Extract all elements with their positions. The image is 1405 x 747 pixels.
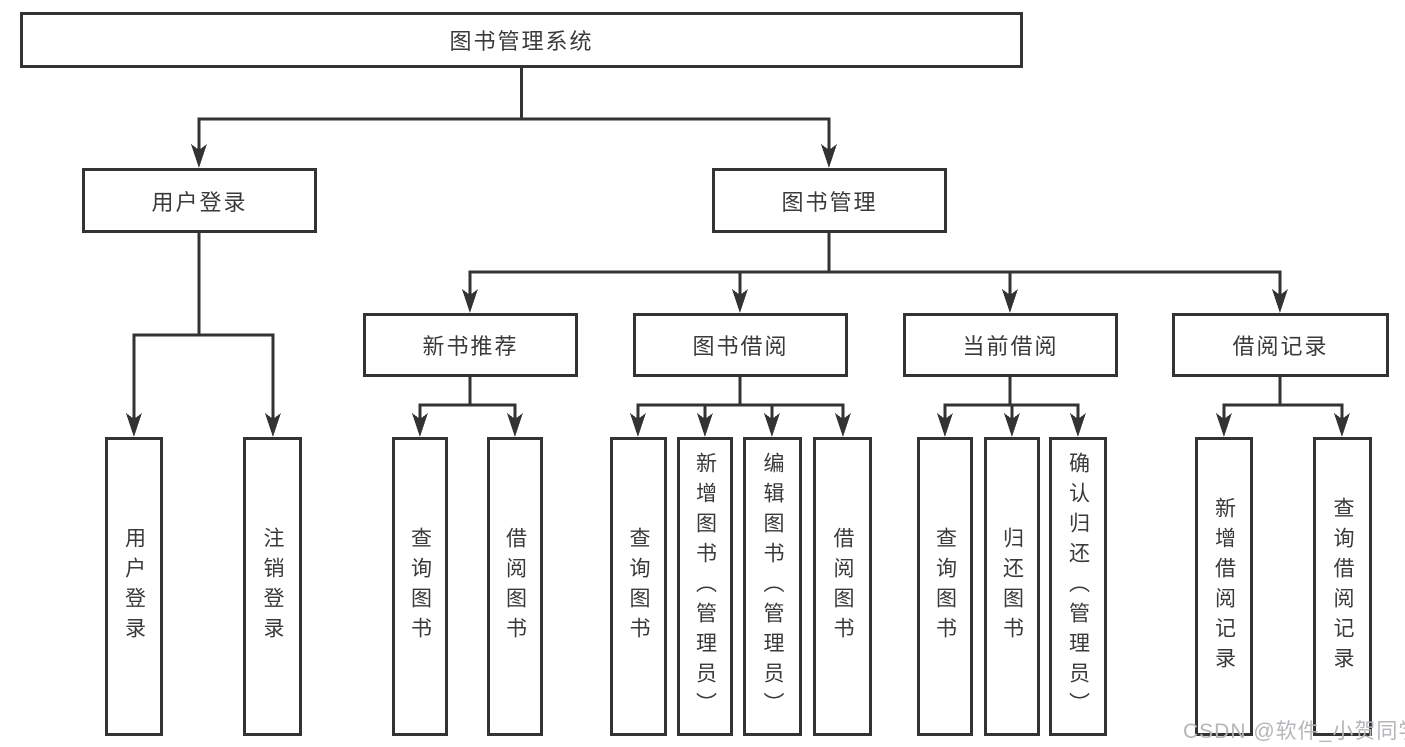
leaf-add-books-admin: 新增图书（管理员） bbox=[677, 437, 733, 736]
node-root: 图书管理系统 bbox=[20, 12, 1023, 68]
arrow-down-icon bbox=[126, 413, 142, 437]
node-borrowing-records-label: 借阅记录 bbox=[1232, 334, 1329, 359]
node-new-book-recommend: 新书推荐 bbox=[363, 313, 578, 377]
node-borrowing-records: 借阅记录 bbox=[1172, 313, 1389, 377]
leaf-query-books-1-label: 查询图书 bbox=[408, 526, 432, 647]
leaf-edit-books-admin: 编辑图书（管理员） bbox=[743, 437, 802, 736]
arrow-down-icon bbox=[191, 144, 207, 168]
arrow-down-icon bbox=[412, 413, 428, 437]
csdn-watermark: CSDN @软件_小贺同学 bbox=[1183, 720, 1405, 743]
leaf-logout-label: 注销登录 bbox=[261, 526, 284, 647]
leaf-borrow-books-1: 借阅图书 bbox=[487, 437, 543, 736]
arrow-down-icon bbox=[835, 413, 851, 437]
arrow-down-icon bbox=[1334, 413, 1350, 437]
leaf-borrow-books-2: 借阅图书 bbox=[813, 437, 872, 736]
leaf-edit-books-admin-label: 编辑图书（管理员） bbox=[761, 451, 784, 722]
node-book-borrowing: 图书借阅 bbox=[633, 313, 848, 377]
leaf-user-login-label: 用户登录 bbox=[122, 526, 146, 647]
leaf-user-login: 用户登录 bbox=[105, 437, 163, 736]
leaf-return-books: 归还图书 bbox=[984, 437, 1040, 736]
arrow-down-icon bbox=[732, 289, 748, 313]
arrow-down-icon bbox=[697, 413, 713, 437]
arrow-down-icon bbox=[821, 144, 837, 168]
leaf-logout: 注销登录 bbox=[243, 437, 302, 736]
arrow-down-icon bbox=[1272, 289, 1288, 313]
leaf-query-borrow-record-label: 查询借阅记录 bbox=[1331, 496, 1354, 677]
arrow-down-icon bbox=[265, 413, 281, 437]
arrow-down-icon bbox=[1070, 413, 1086, 437]
node-book-borrowing-label: 图书借阅 bbox=[692, 334, 789, 359]
arrow-down-icon bbox=[1002, 289, 1018, 313]
arrow-down-icon bbox=[1004, 413, 1020, 437]
node-current-borrowing: 当前借阅 bbox=[903, 313, 1118, 377]
node-user-login-label: 用户登录 bbox=[151, 189, 248, 215]
leaf-query-books-3: 查询图书 bbox=[917, 437, 973, 736]
leaf-add-books-admin-label: 新增图书（管理员） bbox=[693, 451, 717, 722]
leaf-query-books-2-label: 查询图书 bbox=[627, 526, 650, 647]
leaf-confirm-return-admin: 确认归还（管理员） bbox=[1049, 437, 1107, 736]
arrow-down-icon bbox=[507, 413, 523, 437]
arrow-down-icon bbox=[630, 413, 646, 437]
leaf-query-books-1: 查询图书 bbox=[392, 437, 448, 736]
leaf-add-borrow-record-label: 新增借阅记录 bbox=[1212, 496, 1236, 677]
node-book-management-label: 图书管理 bbox=[781, 189, 878, 215]
leaf-confirm-return-admin-label: 确认归还（管理员） bbox=[1066, 451, 1090, 722]
node-book-management: 图书管理 bbox=[712, 168, 947, 233]
arrow-down-icon bbox=[1216, 413, 1232, 437]
leaf-query-borrow-record: 查询借阅记录 bbox=[1313, 437, 1372, 736]
node-root-label: 图书管理系统 bbox=[449, 29, 594, 54]
leaf-borrow-books-2-label: 借阅图书 bbox=[831, 526, 854, 647]
leaf-add-borrow-record: 新增借阅记录 bbox=[1195, 437, 1253, 736]
arrow-down-icon bbox=[764, 413, 780, 437]
node-user-login: 用户登录 bbox=[82, 168, 317, 233]
leaf-query-books-3-label: 查询图书 bbox=[933, 526, 957, 647]
leaf-borrow-books-1-label: 借阅图书 bbox=[503, 526, 527, 647]
node-current-borrowing-label: 当前借阅 bbox=[962, 334, 1059, 359]
leaf-return-books-label: 归还图书 bbox=[1000, 526, 1024, 647]
leaf-query-books-2: 查询图书 bbox=[610, 437, 667, 736]
arrow-down-icon bbox=[937, 413, 953, 437]
node-new-book-recommend-label: 新书推荐 bbox=[422, 334, 519, 359]
arrow-down-icon bbox=[462, 289, 478, 313]
